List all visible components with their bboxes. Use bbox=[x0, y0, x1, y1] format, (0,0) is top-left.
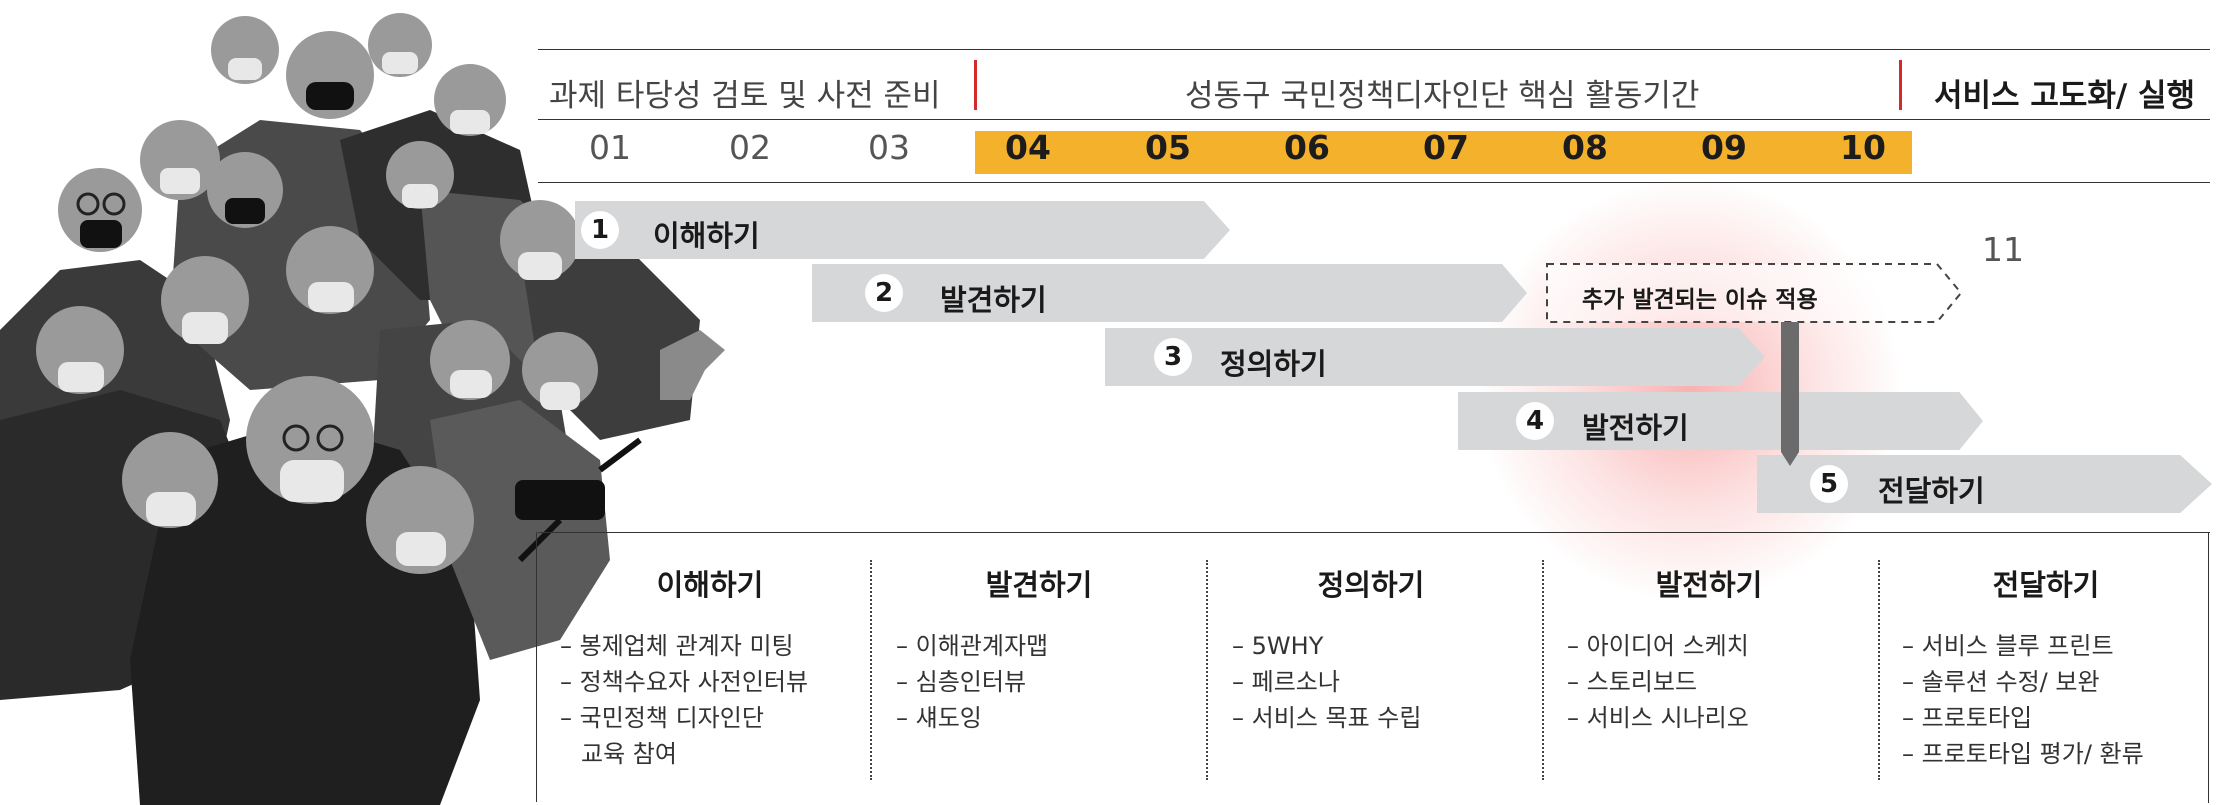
team-photo bbox=[0, 13, 725, 805]
month-02: 02 bbox=[729, 128, 771, 167]
list-item: 정책수요자 사전인터뷰 bbox=[560, 664, 808, 700]
phase-core-label: 성동구 국민정책디자인단 핵심 활동기간 bbox=[1185, 78, 1700, 114]
list-item: 심층인터뷰 bbox=[896, 664, 1048, 700]
column-divider-2 bbox=[1206, 560, 1208, 780]
column-title-define: 정의하기 bbox=[1317, 568, 1425, 602]
column-title-discover: 발견하기 bbox=[985, 568, 1093, 602]
stage-arrow-3 bbox=[1105, 328, 1765, 386]
month-07: 07 bbox=[1423, 128, 1469, 167]
stage-3-number: 3 bbox=[1154, 338, 1192, 376]
list-item: 봉제업체 관계자 미팅 bbox=[560, 628, 808, 664]
stage-4-label: 발전하기 bbox=[1582, 411, 1689, 445]
column-list-define: 5WHY 페르소나 서비스 목표 수립 bbox=[1232, 628, 1422, 736]
extra-issue-label: 추가 발견되는 이슈 적용 bbox=[1582, 287, 1818, 313]
divider-prep-core bbox=[974, 60, 977, 110]
highlight-glow bbox=[1480, 180, 1900, 600]
list-item: 아이디어 스케치 bbox=[1567, 628, 1749, 664]
list-item: 국민정책 디자인단 bbox=[560, 700, 808, 736]
connector-arrow bbox=[1781, 322, 1799, 466]
column-divider-1 bbox=[870, 560, 872, 780]
column-list-develop: 아이디어 스케치 스토리보드 서비스 시나리오 bbox=[1567, 628, 1749, 736]
column-title-understand: 이해하기 bbox=[656, 568, 764, 602]
list-item: 솔루션 수정/ 보완 bbox=[1902, 664, 2144, 700]
list-item: 스토리보드 bbox=[1567, 664, 1749, 700]
phase-prep-label: 과제 타당성 검토 및 사전 준비 bbox=[549, 78, 941, 114]
column-title-develop: 발전하기 bbox=[1655, 568, 1763, 602]
stage-4-number: 4 bbox=[1516, 402, 1554, 440]
list-item: 5WHY bbox=[1232, 628, 1421, 664]
month-06: 06 bbox=[1284, 128, 1330, 167]
list-item: 서비스 목표 수립 bbox=[1232, 700, 1422, 736]
stage-5-number: 5 bbox=[1810, 465, 1848, 503]
list-item: 서비스 시나리오 bbox=[1567, 700, 1749, 736]
stage-2-label: 발견하기 bbox=[940, 283, 1047, 317]
stage-3-label: 정의하기 bbox=[1220, 347, 1327, 381]
list-item: 서비스 블루 프린트 bbox=[1902, 628, 2144, 664]
right-border bbox=[2208, 533, 2209, 803]
core-period-bar bbox=[975, 131, 1912, 174]
month-05: 05 bbox=[1145, 128, 1191, 167]
column-divider-3 bbox=[1542, 560, 1544, 780]
stage-1-label: 이해하기 bbox=[653, 219, 760, 253]
column-divider-4 bbox=[1878, 560, 1880, 780]
list-item: 프로토타입 평가/ 환류 bbox=[1902, 736, 2144, 772]
list-item: 교육 참여 bbox=[581, 740, 677, 768]
month-11: 11 bbox=[1982, 230, 2024, 269]
month-01: 01 bbox=[589, 128, 631, 167]
stage-arrow-1 bbox=[575, 201, 1230, 259]
list-item: 페르소나 bbox=[1232, 664, 1421, 700]
stage-1-number: 1 bbox=[581, 211, 619, 249]
column-title-deliver: 전달하기 bbox=[1992, 568, 2100, 602]
month-09: 09 bbox=[1701, 128, 1747, 167]
left-border bbox=[536, 532, 537, 802]
column-list-deliver: 서비스 블루 프린트 솔루션 수정/ 보완 프로토타입 프로토타입 평가/ 환류 bbox=[1902, 628, 2144, 772]
month-04: 04 bbox=[1005, 128, 1051, 167]
stage-arrow-2 bbox=[812, 264, 1527, 322]
divider-core-exec bbox=[1899, 60, 1902, 110]
phase-exec-label: 서비스 고도화/ 실행 bbox=[1934, 78, 2196, 114]
extra-issue-arrow bbox=[1546, 263, 1963, 323]
stage-2-number: 2 bbox=[865, 274, 903, 312]
list-item: 이해관계자맵 bbox=[896, 628, 1048, 664]
month-03: 03 bbox=[868, 128, 910, 167]
column-list-understand: 봉제업체 관계자 미팅 정책수요자 사전인터뷰 국민정책 디자인단 교육 참여 bbox=[560, 628, 808, 772]
month-10: 10 bbox=[1840, 128, 1886, 167]
list-item: 프로토타입 bbox=[1902, 700, 2144, 736]
stage-5-label: 전달하기 bbox=[1878, 474, 1985, 508]
column-list-discover: 이해관계자맵 심층인터뷰 섀도잉 bbox=[896, 628, 1048, 736]
list-item: 섀도잉 bbox=[896, 700, 1048, 736]
month-08: 08 bbox=[1562, 128, 1608, 167]
